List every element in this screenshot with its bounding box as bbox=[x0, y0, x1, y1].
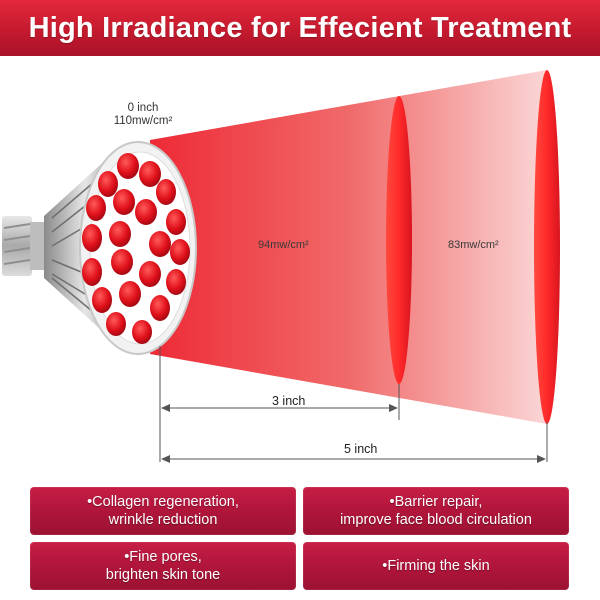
benefit-text: wrinkle reduction bbox=[108, 512, 218, 528]
benefit-card-barrier: •Barrier repair, improve face blood circ… bbox=[303, 487, 569, 535]
irradiance-diagram-graphic bbox=[2, 70, 560, 463]
benefit-text: •Firming the skin bbox=[382, 558, 490, 574]
dimension-3-inch bbox=[159, 346, 400, 420]
benefit-card-collagen: •Collagen regeneration, wrinkle reductio… bbox=[30, 487, 296, 535]
benefit-text: improve face blood circulation bbox=[340, 512, 532, 528]
title-banner: High Irradiance for Effecient Treatment bbox=[0, 0, 600, 56]
benefit-card-firming: •Firming the skin bbox=[303, 542, 569, 590]
dimension-5-inch bbox=[159, 420, 548, 463]
lens-5-inch bbox=[534, 70, 560, 424]
lens-3-inch bbox=[386, 96, 412, 384]
benefit-text: •Barrier repair, bbox=[389, 494, 483, 510]
benefit-text: brighten skin tone bbox=[105, 567, 221, 583]
mid-irradiance-label: 94mw/cm² bbox=[258, 239, 309, 251]
near-distance-label: 3 inch bbox=[272, 394, 306, 408]
irradiance-diagram: 0 inch 110mw/cm² 94mw/cm² 83mw/cm² 3 inc… bbox=[0, 56, 600, 476]
page-title: High Irradiance for Effecient Treatment bbox=[28, 11, 572, 44]
bulb-base bbox=[2, 216, 46, 276]
light-beam bbox=[150, 70, 547, 424]
benefit-text: •Collagen regeneration, bbox=[87, 494, 239, 510]
far-distance-label: 5 inch bbox=[344, 442, 378, 456]
benefit-card-pores: •Fine pores, brighten skin tone bbox=[30, 542, 296, 590]
source-distance-label: 0 inch bbox=[127, 102, 159, 114]
far-irradiance-label: 83mw/cm² bbox=[448, 239, 499, 251]
benefit-text: •Fine pores, bbox=[124, 549, 202, 565]
source-irradiance-label: 110mw/cm² bbox=[113, 115, 173, 127]
led-array bbox=[82, 153, 190, 344]
